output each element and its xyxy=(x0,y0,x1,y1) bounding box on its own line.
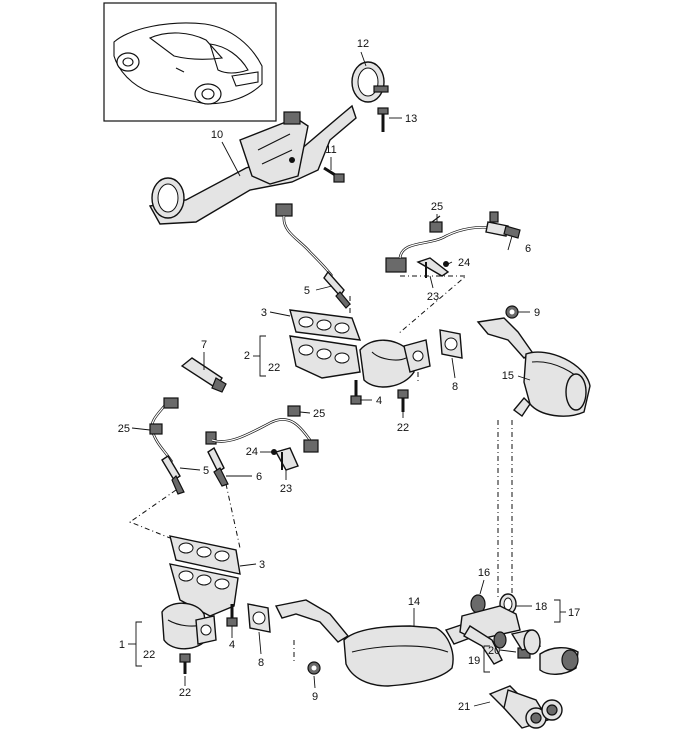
part-9-nut-upper xyxy=(505,305,519,319)
label-16: 16 xyxy=(478,567,490,579)
part-3-gasket-lower xyxy=(169,535,241,575)
part-14-front-silencer xyxy=(274,599,471,687)
part-22-bolt-lower xyxy=(179,653,191,674)
part-4-stud-upper xyxy=(350,380,362,405)
part-13-bolt xyxy=(377,107,389,132)
label-25-lower-left: 25 xyxy=(118,423,130,435)
label-20: 20 xyxy=(488,645,500,657)
part-21-twin-tailpipe xyxy=(488,685,563,729)
label-4-upper: 4 xyxy=(376,395,382,407)
part-25-clip-lower-left xyxy=(163,397,179,409)
label-19: 19 xyxy=(468,655,480,667)
part-19-tailpipe xyxy=(510,629,579,675)
label-22-lower-bolt: 22 xyxy=(179,687,191,699)
label-5-upper: 5 xyxy=(304,285,310,297)
part-7-tube xyxy=(180,357,227,393)
part-25-clip-lower-right xyxy=(287,405,301,417)
label-15: 15 xyxy=(502,370,514,382)
label-18: 18 xyxy=(535,601,547,613)
label-5-lower: 5 xyxy=(203,465,209,477)
label-6-lower: 6 xyxy=(256,471,262,483)
label-9-lower: 9 xyxy=(312,691,318,703)
part-5-oxygen-sensor-upper xyxy=(275,203,351,309)
label-4-lower: 4 xyxy=(229,639,235,651)
part-15-rear-silencer xyxy=(476,317,591,418)
label-22-lower-bracket: 22 xyxy=(143,649,155,661)
part-8-gasket-lower xyxy=(247,603,271,633)
label-13: 13 xyxy=(405,113,417,125)
part-6-oxygen-sensor-lower xyxy=(205,418,319,487)
part-12-clamp xyxy=(351,61,389,103)
part-3-gasket-upper xyxy=(289,309,362,341)
label-3-upper: 3 xyxy=(261,307,267,319)
part-17-connecting-pipe xyxy=(459,605,521,665)
label-12: 12 xyxy=(357,38,369,50)
label-22-upper-bracket: 22 xyxy=(268,362,280,374)
label-25-lower-right: 25 xyxy=(313,408,325,420)
part-11-bolt xyxy=(323,166,345,183)
label-25-upper: 25 xyxy=(431,201,443,213)
label-9-upper: 9 xyxy=(534,307,540,319)
part-24-screw-lower xyxy=(271,449,277,455)
part-23-bracket-lower xyxy=(274,447,299,471)
label-11: 11 xyxy=(325,144,336,156)
label-24-lower: 24 xyxy=(246,446,258,458)
part-10-bracket xyxy=(148,104,357,225)
label-3-lower: 3 xyxy=(259,559,265,571)
label-2: 2 xyxy=(244,350,250,362)
part-9-nut-lower xyxy=(307,661,321,675)
part-5-oxygen-sensor-lower xyxy=(149,403,185,495)
label-10: 10 xyxy=(211,129,223,141)
assembly-lines xyxy=(128,275,513,662)
part-23-bracket-upper xyxy=(416,257,450,278)
part-2-manifold-upper xyxy=(289,335,431,388)
part-1-manifold-lower xyxy=(161,563,239,650)
part-25-clip-upper xyxy=(429,215,443,233)
label-24-upper: 24 xyxy=(458,257,470,269)
label-22-upper-bolt: 22 xyxy=(397,422,409,434)
label-23-lower: 23 xyxy=(280,483,292,495)
label-21: 21 xyxy=(458,701,470,713)
leader-lines xyxy=(128,51,566,707)
label-8-upper: 8 xyxy=(452,381,458,393)
part-24-screw-upper xyxy=(443,261,449,267)
part-8-gasket-upper xyxy=(439,329,463,359)
label-1: 1 xyxy=(119,639,125,651)
callout-labels: 12 13 10 11 25 6 24 5 23 3 9 7 2 22 15 8… xyxy=(118,38,581,713)
label-7: 7 xyxy=(201,339,207,351)
label-6-upper: 6 xyxy=(525,243,531,255)
label-23-upper: 23 xyxy=(427,291,439,303)
part-22-bolt-upper xyxy=(397,389,409,412)
label-14: 14 xyxy=(408,596,420,608)
label-17: 17 xyxy=(568,607,580,619)
label-8-lower: 8 xyxy=(258,657,264,669)
part-6-oxygen-sensor-upper xyxy=(385,211,521,273)
vehicle-thumbnail xyxy=(103,2,277,122)
